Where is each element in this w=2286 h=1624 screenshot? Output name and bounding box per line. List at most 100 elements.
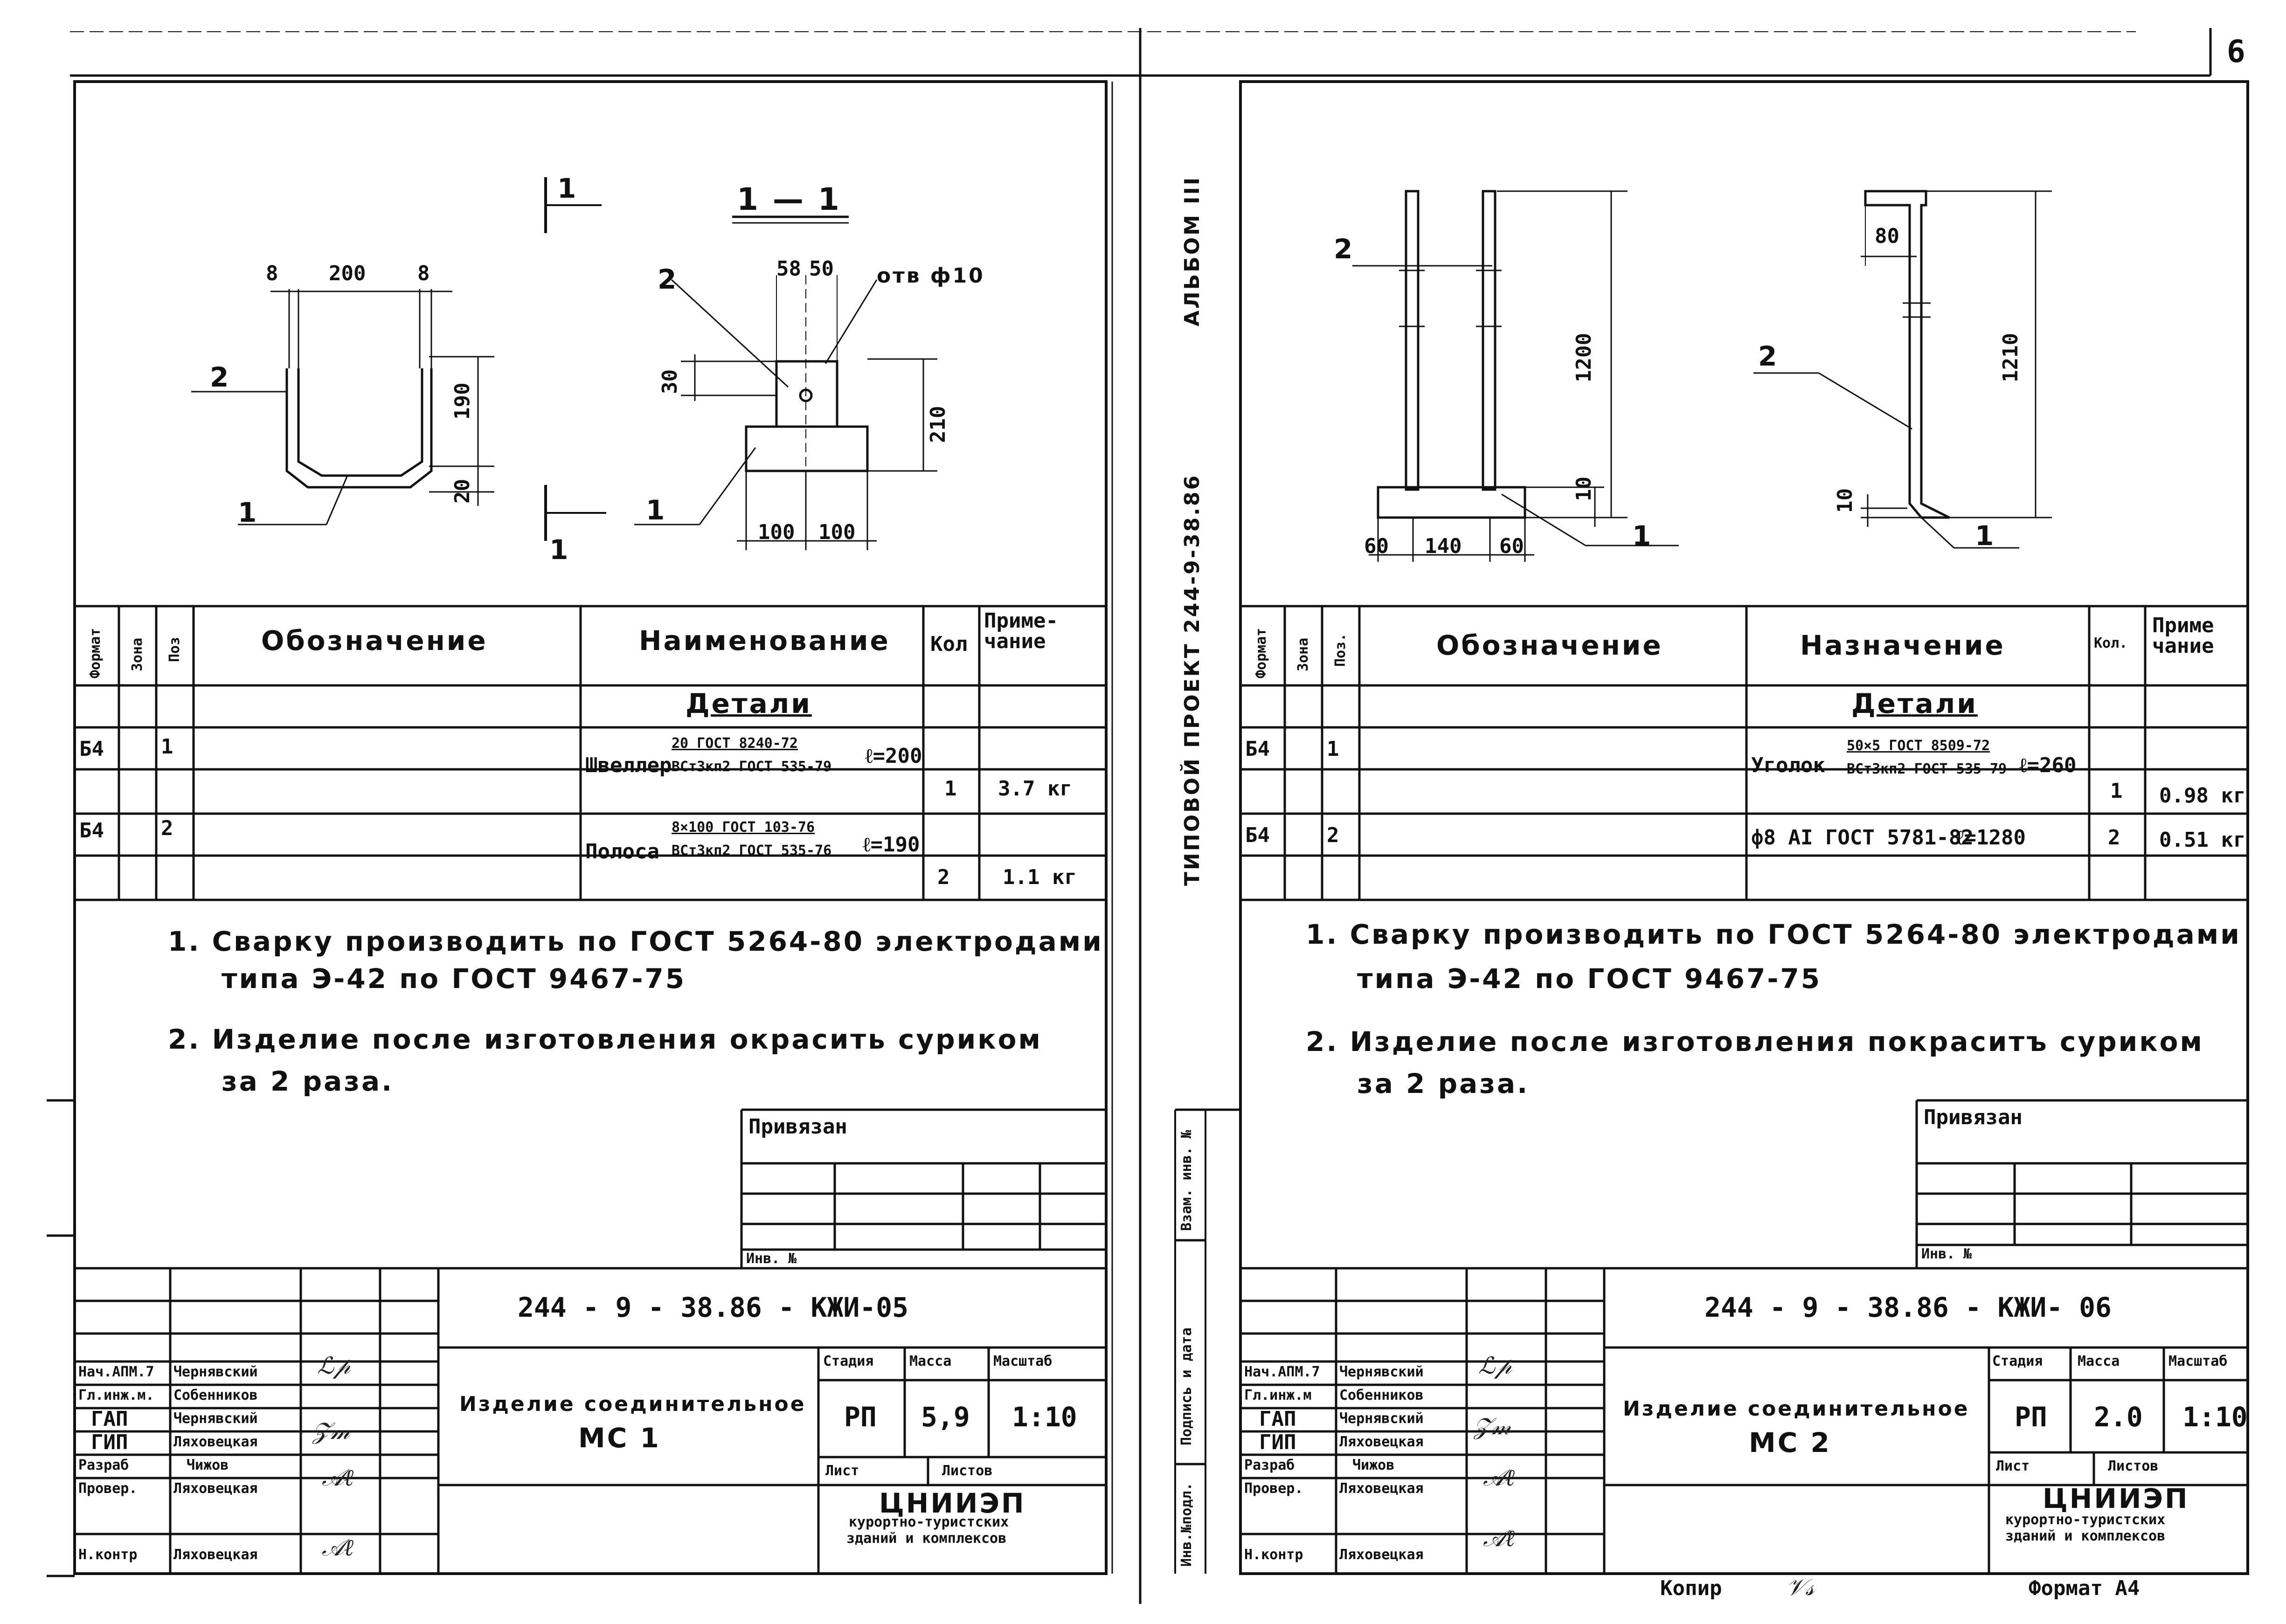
left-note-1b: типа Э-42 по ГОСТ 9467-75: [222, 963, 686, 995]
dim-8b: 8: [417, 262, 430, 285]
left-name-6: Ляховецкая: [173, 1547, 258, 1563]
left-section-details: Детали: [686, 688, 812, 719]
left-row1-pos: 1: [161, 735, 173, 759]
right-name-2: Чернявский: [1339, 1410, 1424, 1427]
right-row2-format: Б4: [1245, 823, 1270, 847]
dim-100a: 100: [758, 520, 795, 544]
right-signature-4: 𝒜ℓ: [1483, 1525, 1515, 1552]
left-hdr-qty: Кол: [930, 632, 968, 656]
left-row2-pos: 2: [161, 816, 173, 840]
dim-50: 50: [809, 257, 834, 281]
left-hdr-note: Приме-чание: [984, 609, 1058, 653]
left-name-1: Собенников: [173, 1387, 258, 1403]
left-note-2b: за 2 раза.: [222, 1065, 394, 1097]
left-hdr-format: Формат: [87, 628, 104, 678]
right-product-name: Изделие соединительное: [1623, 1397, 1970, 1421]
channel-section-drawing: [191, 177, 849, 541]
album-stamp: АЛЬБОМ III: [1180, 175, 1204, 326]
left-row2-frac-bottom: ВСт3кп2 ГОСТ 535-76: [672, 843, 832, 859]
right-scale-label: Масштаб: [2168, 1353, 2228, 1369]
left-org-sub2: зданий и комплексов: [846, 1530, 1007, 1547]
side-podpis: Подпись и дата: [1178, 1327, 1195, 1445]
left-name-5: Ляховецкая: [173, 1480, 258, 1497]
left-role-3: ГИП: [91, 1431, 128, 1454]
right-stage-label: Стадия: [1992, 1353, 2043, 1369]
dim-140: 140: [1425, 534, 1462, 558]
callout-2-section: 2: [658, 263, 679, 295]
left-mass: 5,9: [921, 1401, 970, 1433]
left-name-4: Чижов: [187, 1457, 229, 1473]
right-hdr-pos: Поз.: [1332, 633, 1349, 667]
dim-60b: 60: [1499, 534, 1524, 558]
dim-60a: 60: [1364, 534, 1389, 558]
right-row1-frac-bottom: ВСт3кп2 ГОСТ 535-79: [1847, 761, 2007, 777]
right-name-3: Ляховецкая: [1339, 1434, 1424, 1450]
right-note-2b: за 2 раза.: [1357, 1068, 1530, 1099]
rods-front-view-drawing: [1352, 190, 1679, 562]
right-name-6: Ляховецкая: [1339, 1547, 1424, 1563]
left-name-2: Чернявский: [173, 1410, 258, 1427]
right-org: ЦНИИЭП: [2043, 1483, 2189, 1514]
left-scale-label: Масштаб: [993, 1353, 1053, 1369]
left-hdr-pos: Поз: [166, 636, 183, 662]
left-hdr-name: Наименование: [639, 625, 890, 657]
right-sheets-label: Листов: [2108, 1458, 2159, 1474]
right-signature-1: ℒ𝓅: [1478, 1352, 1512, 1379]
dim-8a: 8: [266, 262, 278, 285]
left-role-6: Н.контр: [78, 1547, 138, 1563]
section-mark-bottom: 1: [549, 534, 570, 566]
right-row1-name: Уголок: [1751, 753, 1825, 777]
right-row2-note: 0.51 кг: [2159, 828, 2246, 852]
rod-side-view-drawing: [1753, 190, 2052, 549]
dim-1200: 1200: [1572, 333, 1596, 382]
dim-10a: 10: [1572, 477, 1596, 501]
left-org: ЦНИИЭП: [879, 1487, 1026, 1519]
right-inv-no: Инв. №: [1921, 1246, 1972, 1262]
dim-80: 80: [1875, 224, 1899, 248]
left-role-0: Нач.АПМ.7: [78, 1364, 154, 1380]
right-role-6: Н.контр: [1244, 1547, 1303, 1563]
left-note-1a: 1. Сварку производить по ГОСТ 5264-80 эл…: [168, 926, 1103, 957]
right-mass-label: Масса: [2078, 1353, 2120, 1369]
dim-210: 210: [926, 406, 950, 443]
right-hdr-format: Формат: [1253, 628, 1269, 678]
left-privyazan: Привязан: [748, 1115, 847, 1139]
left-signature-1: ℒ𝓅: [317, 1352, 351, 1379]
page-number: 6: [2227, 34, 2245, 69]
dim-20: 20: [450, 479, 474, 504]
left-doc-code: 244 - 9 - 38.86 - КЖИ-05: [518, 1292, 909, 1323]
right-doc-code: 244 - 9 - 38.86 - КЖИ- 06: [1704, 1292, 2112, 1323]
left-name-0: Чернявский: [173, 1364, 258, 1380]
section-mark-top: 1: [557, 173, 578, 204]
left-hdr-designation: Обозначение: [261, 625, 488, 657]
dim-58: 58: [776, 257, 801, 281]
right-role-0: Нач.АПМ.7: [1244, 1364, 1320, 1380]
section-1-1-drawing: [634, 275, 937, 550]
right-row1-frac-top: 50×5 ГОСТ 8509-72: [1847, 738, 1990, 754]
left-signature-4: 𝒜ℓ: [322, 1534, 354, 1561]
copier-signature: 𝒱𝓈: [1786, 1574, 1815, 1601]
left-row1-frac-top: 20 ГОСТ 8240-72: [672, 735, 798, 752]
right-hdr-zone: Зона: [1295, 637, 1311, 671]
right-role-4: Разраб: [1244, 1457, 1295, 1473]
left-note-2a: 2. Изделие после изготовления окрасить с…: [168, 1023, 1042, 1055]
left-sheets-label: Листов: [942, 1463, 993, 1479]
right-note-1a: 1. Сварку производить по ГОСТ 5264-80 эл…: [1306, 919, 2241, 950]
left-mass-label: Масса: [909, 1353, 952, 1369]
left-row2-note: 1.1 кг: [1003, 865, 1077, 889]
left-row1-format: Б4: [79, 737, 104, 761]
left-stage-label: Стадия: [823, 1353, 874, 1369]
dim-100b: 100: [818, 520, 856, 544]
right-section-details: Детали: [1851, 688, 1978, 719]
right-hdr-qty: Кол.: [2094, 635, 2128, 651]
right-org-sub2: зданий и комплексов: [2005, 1528, 2166, 1544]
callout-1-side: 1: [1975, 520, 1996, 552]
right-row1-length: ℓ=260: [2019, 753, 2077, 777]
left-inv-no: Инв. №: [746, 1251, 797, 1267]
right-org-sub1: курортно-туристских: [2005, 1512, 2166, 1528]
right-hdr-designation: Обозначение: [1436, 629, 1663, 661]
left-row1-qty: 1: [944, 777, 957, 801]
left-row1-name: Швеллер: [585, 753, 672, 777]
